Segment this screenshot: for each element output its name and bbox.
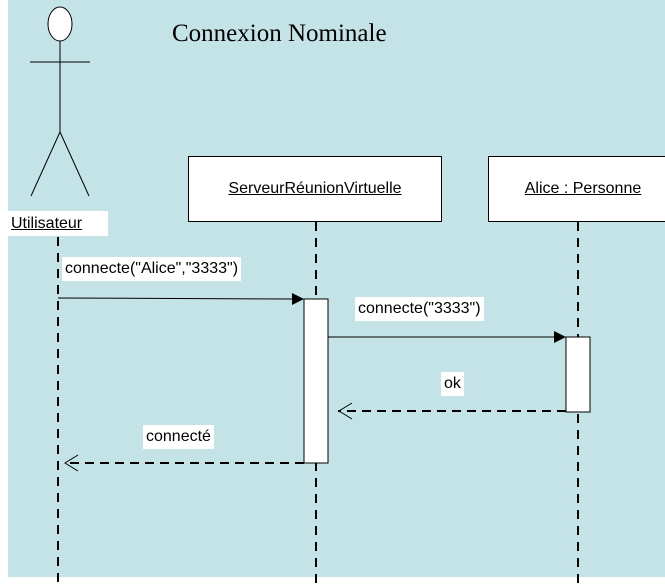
actor-figure-icon — [30, 6, 90, 197]
actor-left-leg — [30, 131, 61, 197]
object-box-alice[interactable]: Alice : Personne — [488, 156, 665, 222]
message-arrow-3 — [338, 402, 566, 420]
message-arrow-4 — [64, 454, 304, 472]
open-arrowhead-icon — [338, 402, 353, 420]
message-label-1: connecte("Alice","3333") — [62, 257, 242, 281]
filled-arrowhead-icon — [292, 293, 304, 305]
filled-arrowhead-icon — [554, 331, 566, 343]
activation-bar-serveur — [303, 298, 329, 464]
message-label-4: connecté — [143, 425, 214, 449]
actor-label-utilisateur[interactable]: Utilisateur — [8, 211, 108, 236]
actor-head — [47, 6, 73, 42]
diagram-background — [8, 0, 665, 577]
message-label-3: ok — [441, 372, 464, 396]
message-arrow-2 — [328, 331, 566, 343]
message-arrow-1 — [57, 293, 304, 305]
open-arrowhead-icon — [64, 454, 79, 472]
diagram-title: Connexion Nominale — [172, 20, 387, 47]
activation-bar-alice — [565, 336, 591, 413]
object-box-serveur[interactable]: ServeurRéunionVirtuelle — [188, 156, 442, 222]
actor-name: Utilisateur — [11, 214, 83, 232]
object-label-alice: Alice : Personne — [524, 180, 642, 197]
object-label-serveur: ServeurRéunionVirtuelle — [228, 180, 402, 197]
actor-right-leg — [59, 131, 90, 197]
message-label-2: connecte("3333") — [355, 297, 484, 321]
